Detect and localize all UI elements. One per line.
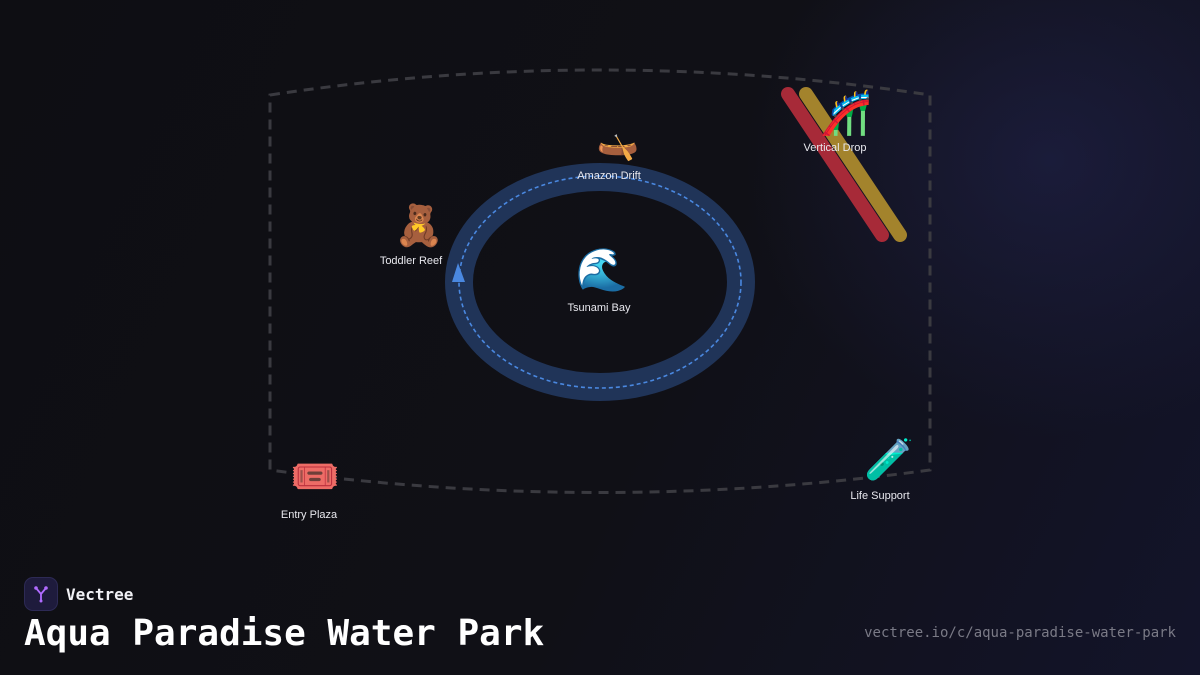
tree-branch-logo-icon (24, 577, 58, 611)
roller-coaster-icon: 🎢 (820, 88, 872, 137)
brand-name: Vectree (66, 584, 134, 604)
attraction-amazon-drift[interactable]: 🛶 Amazon Drift (577, 123, 641, 182)
brand[interactable]: Vectree (24, 577, 133, 611)
lazy-river-path (458, 175, 742, 389)
park-boundary (268, 68, 932, 494)
attraction-label: Vertical Drop (804, 142, 867, 154)
attraction-label: Tsunami Bay (568, 302, 631, 314)
lazy-river-flow-arrow-icon (452, 263, 465, 282)
attraction-label: Amazon Drift (577, 170, 641, 182)
page-url[interactable]: vectree.io/c/aqua-paradise-water-park (864, 625, 1176, 641)
slide-red (781, 87, 889, 242)
attraction-label: Entry Plaza (281, 509, 338, 521)
page-title: Aqua Paradise Water Park (24, 613, 545, 654)
canoe-icon: 🛶 (597, 123, 639, 163)
attraction-label: Life Support (850, 490, 909, 502)
test-tube-icon: 🧪 (864, 437, 914, 483)
attraction-tsunami-bay[interactable]: 🌊 Tsunami Bay (568, 245, 631, 314)
background-glow (740, 0, 1200, 440)
attraction-toddler-reef[interactable]: 🧸 Toddler Reef (380, 202, 444, 267)
attraction-life-support[interactable]: 🧪 Life Support (850, 437, 914, 502)
ticket-icon: 🎟️ (290, 454, 340, 500)
attraction-label: Toddler Reef (380, 255, 443, 267)
attraction-vertical-drop[interactable]: 🎢 Vertical Drop (804, 88, 873, 154)
teddy-bear-icon: 🧸 (394, 202, 444, 249)
slide-gold (799, 87, 907, 242)
wave-icon: 🌊 (576, 245, 628, 294)
attraction-entry-plaza[interactable]: 🎟️ Entry Plaza (281, 454, 340, 521)
